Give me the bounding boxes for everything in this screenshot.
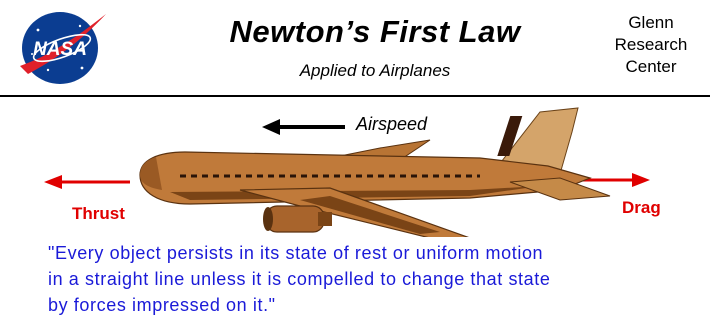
airspeed-arrow [262, 119, 345, 135]
nasa-logo-text: NASA [33, 39, 87, 60]
page-subtitle: Applied to Airplanes [299, 61, 451, 80]
page-title: Newton’s First Law [229, 14, 521, 49]
center-name-line: Center [625, 57, 677, 76]
drag-label: Drag [622, 198, 661, 217]
center-name-line: Glenn [628, 13, 674, 32]
engine [263, 205, 332, 233]
center-name-line: Research [614, 35, 688, 54]
quote-line: by forces impressed on it." [48, 295, 276, 315]
horizontal-stabilizer [509, 177, 611, 201]
tail-stripe [497, 116, 523, 156]
newton-quote: "Every object persists in its state of r… [48, 240, 708, 318]
center-name: Glenn Research Center [596, 12, 706, 78]
thrust-label: Thrust [72, 204, 125, 223]
quote-line: "Every object persists in its state of r… [48, 243, 544, 263]
header-divider [0, 95, 710, 97]
nasa-logo-vector [20, 14, 106, 74]
thrust-arrow [44, 175, 130, 189]
quote-line: in a straight line unless it is compelle… [48, 269, 551, 289]
airplane-diagram [44, 107, 650, 237]
nasa-logo: NASA [20, 12, 106, 84]
airspeed-label: Airspeed [356, 114, 428, 134]
